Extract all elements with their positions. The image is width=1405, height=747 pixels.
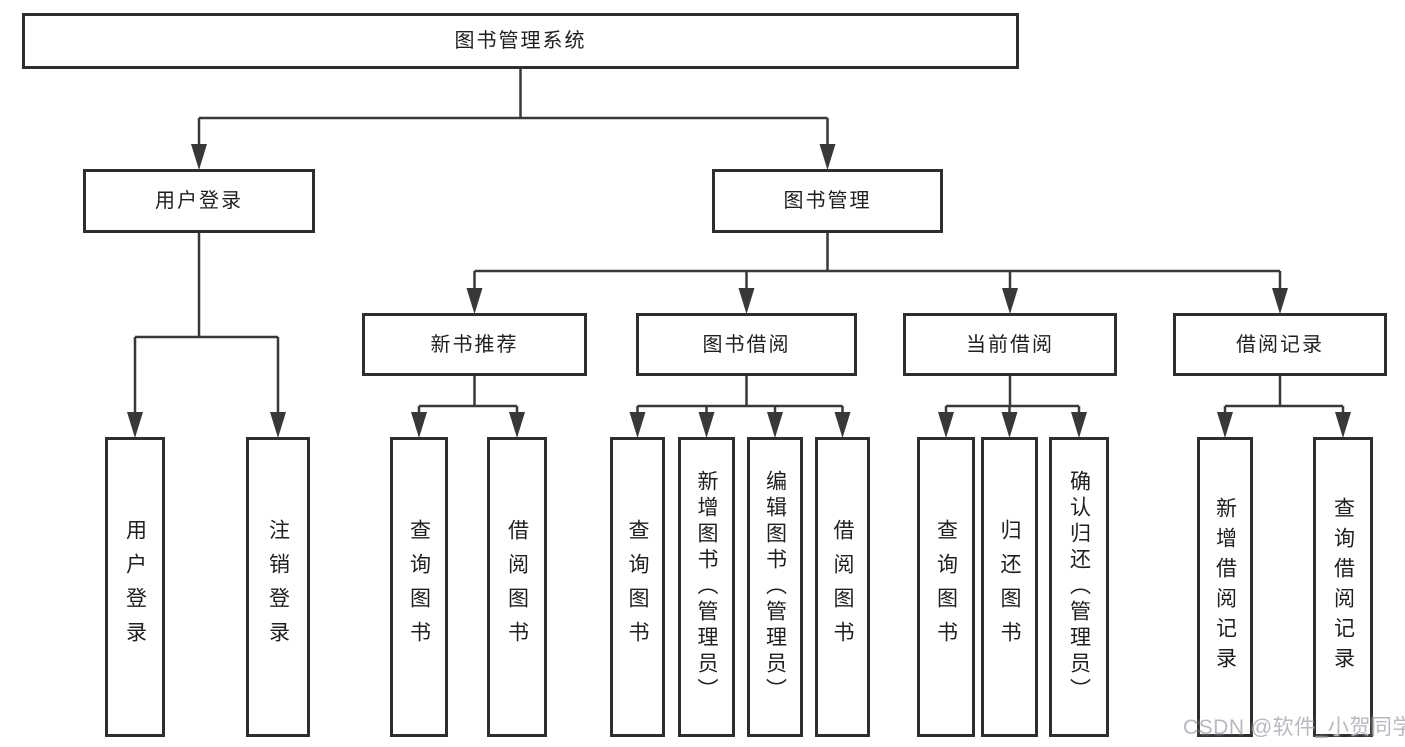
arrowhead-icon bbox=[834, 412, 851, 438]
arrowhead-icon bbox=[127, 412, 143, 438]
node-new-book-rec: 新书推荐 bbox=[362, 313, 587, 376]
arrowhead-icon bbox=[270, 412, 286, 438]
node-bb-edit: 编辑图书（管理员） bbox=[747, 437, 803, 737]
node-label-bb-edit: 编辑图书（管理员） bbox=[763, 470, 787, 704]
node-bb-borrow: 借阅图书 bbox=[815, 437, 870, 737]
node-label-cb-query: 查询图书 bbox=[934, 519, 958, 655]
node-label-root: 图书管理系统 bbox=[454, 30, 587, 52]
node-label-user-login: 用户登录 bbox=[155, 190, 243, 212]
node-book-borrow: 图书借阅 bbox=[636, 313, 857, 376]
node-login: 用户登录 bbox=[105, 437, 165, 737]
node-bb-add: 新增图书（管理员） bbox=[678, 437, 735, 737]
node-br-query: 查询借阅记录 bbox=[1313, 437, 1373, 737]
node-label-br-add: 新增借阅记录 bbox=[1213, 497, 1237, 677]
node-label-bb-add: 新增图书（管理员） bbox=[695, 470, 718, 704]
node-label-new-book-rec: 新书推荐 bbox=[430, 333, 519, 356]
node-cb-confirm: 确认归还（管理员） bbox=[1049, 437, 1109, 737]
node-label-br-query: 查询借阅记录 bbox=[1331, 497, 1355, 677]
arrowhead-icon bbox=[1217, 412, 1233, 438]
arrowhead-icon bbox=[509, 412, 525, 438]
node-root: 图书管理系统 bbox=[22, 13, 1019, 69]
arrowhead-icon bbox=[938, 412, 954, 438]
arrowhead-icon bbox=[629, 412, 646, 438]
arrowhead-icon bbox=[738, 288, 755, 314]
node-br-add: 新增借阅记录 bbox=[1197, 437, 1253, 737]
node-label-rec-query: 查询图书 bbox=[407, 519, 431, 655]
node-logout: 注销登录 bbox=[246, 437, 310, 737]
node-bb-query: 查询图书 bbox=[610, 437, 665, 737]
node-label-borrow-records: 借阅记录 bbox=[1236, 333, 1324, 356]
node-rec-query: 查询图书 bbox=[390, 437, 448, 737]
node-rec-borrow: 借阅图书 bbox=[487, 437, 547, 737]
node-cb-return: 归还图书 bbox=[981, 437, 1038, 737]
node-label-login: 用户登录 bbox=[123, 519, 147, 655]
arrowhead-icon bbox=[819, 144, 836, 170]
arrowhead-icon bbox=[466, 288, 483, 314]
node-user-login: 用户登录 bbox=[83, 169, 315, 233]
node-label-cb-return: 归还图书 bbox=[998, 519, 1021, 655]
arrowhead-icon bbox=[1001, 412, 1018, 438]
arrowhead-icon bbox=[1002, 288, 1018, 314]
node-label-book-borrow: 图书借阅 bbox=[702, 333, 791, 356]
arrowhead-icon bbox=[1272, 288, 1288, 314]
node-book-mgmt: 图书管理 bbox=[712, 169, 943, 233]
arrowhead-icon bbox=[191, 144, 207, 170]
arrowhead-icon bbox=[411, 412, 427, 438]
node-label-bb-borrow: 借阅图书 bbox=[831, 519, 854, 655]
node-label-logout: 注销登录 bbox=[266, 519, 290, 655]
arrowhead-icon bbox=[1335, 412, 1351, 438]
arrowhead-icon bbox=[698, 412, 715, 438]
csdn-watermark: CSDN @软件_小贺同学 bbox=[1183, 716, 1405, 739]
node-label-rec-borrow: 借阅图书 bbox=[505, 519, 529, 655]
node-label-cb-confirm: 确认归还（管理员） bbox=[1067, 470, 1091, 704]
arrowhead-icon bbox=[1071, 412, 1087, 438]
node-current-borrow: 当前借阅 bbox=[903, 313, 1117, 376]
node-label-current-borrow: 当前借阅 bbox=[966, 333, 1054, 356]
node-label-book-mgmt: 图书管理 bbox=[783, 190, 872, 212]
node-borrow-records: 借阅记录 bbox=[1173, 313, 1387, 376]
node-cb-query: 查询图书 bbox=[917, 437, 975, 737]
node-label-bb-query: 查询图书 bbox=[626, 519, 649, 655]
arrowhead-icon bbox=[767, 412, 783, 438]
